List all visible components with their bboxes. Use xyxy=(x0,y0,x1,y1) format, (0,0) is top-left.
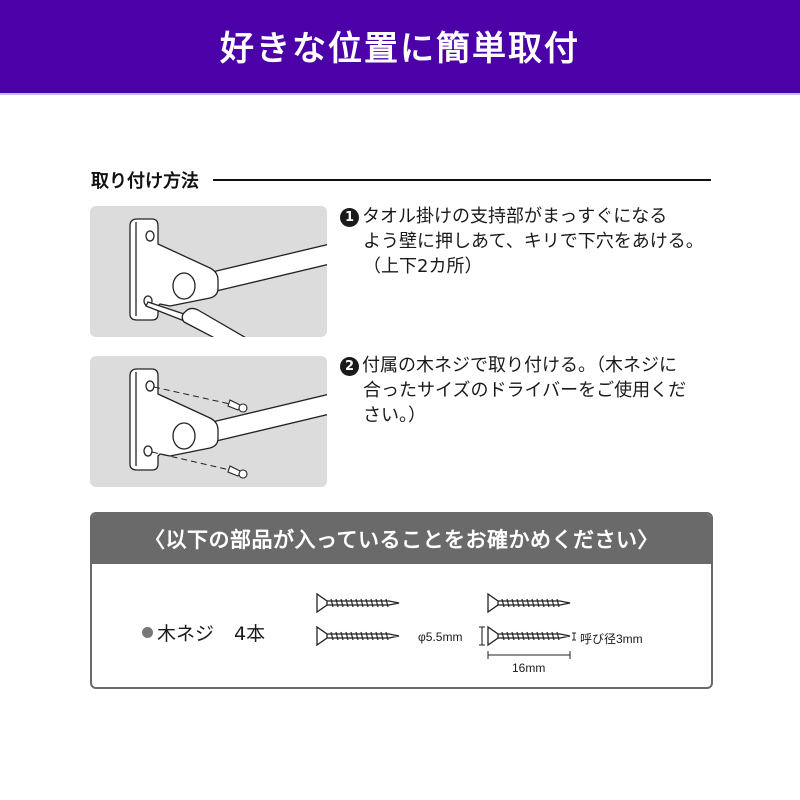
length-label: 16mm xyxy=(512,661,546,675)
step-number-badge: 2 xyxy=(340,357,359,376)
parts-item-qty: 4本 xyxy=(234,623,266,645)
bullet-icon xyxy=(142,627,153,638)
parts-checklist-box: 〈以下の部品が入っていることをお確かめください〉 木ネジ 4本 φ5.5mm 呼… xyxy=(90,512,713,689)
nominal-diameter-label: 呼び径3mm xyxy=(580,632,643,646)
step-1-line-3: （上下2カ所） xyxy=(363,256,483,277)
bracket-screws-icon xyxy=(129,368,327,479)
parts-item-name: 木ネジ xyxy=(157,623,215,645)
step-1-illustration xyxy=(90,206,327,337)
step-2-line-2: 合ったサイズのドライバーをご使用くだ xyxy=(363,380,687,401)
parts-header: 〈以下の部品が入っていることをお確かめください〉 xyxy=(92,514,711,564)
banner-title: 好きな位置に簡単取付 xyxy=(220,29,580,69)
title-banner: 好きな位置に簡単取付 xyxy=(0,0,800,93)
section-rule xyxy=(213,179,711,181)
step-2-line-3: さい。） xyxy=(363,405,426,426)
parts-item-wood-screw: 木ネジ 4本 xyxy=(142,619,265,646)
step-number-badge: 1 xyxy=(340,208,359,227)
bracket-awl-icon xyxy=(129,218,327,337)
banner-divider xyxy=(0,93,800,95)
step-2-illustration xyxy=(90,356,327,487)
screw-diagram-icon xyxy=(316,593,576,659)
parts-header-title: 〈以下の部品が入っていることをお確かめください〉 xyxy=(144,528,659,552)
step-1-line-2: よう壁に押しあて、キリで下穴をあける。 xyxy=(363,231,704,252)
section-title: 取り付け方法 xyxy=(91,171,199,192)
section-heading: 取り付け方法 xyxy=(91,166,711,194)
head-diameter-label: φ5.5mm xyxy=(418,630,463,644)
